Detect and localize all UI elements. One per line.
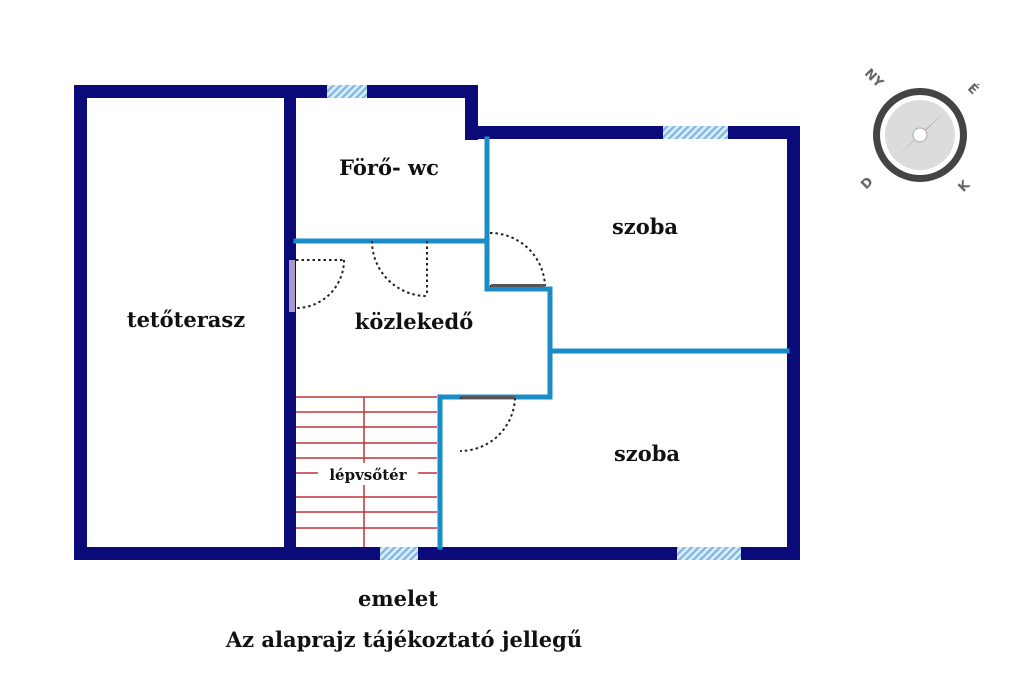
window [677, 547, 741, 560]
room-label-roof-terrace: tetőterasz [127, 307, 245, 332]
room-label-room-lower: szoba [614, 441, 680, 466]
window [327, 85, 367, 98]
window [380, 547, 418, 560]
room-label-stair-space: lépvsőtér [329, 466, 407, 484]
compass-label-sw: D [858, 174, 876, 192]
windows [327, 85, 741, 560]
door-room-lower-sill [461, 396, 515, 399]
compass-label-se: K [956, 177, 974, 195]
room-label-bathroom: Förő- wc [339, 155, 439, 180]
door-terrace [295, 259, 345, 309]
room-label-hallway: közlekedő [355, 309, 473, 334]
compass-label-ne: É [964, 80, 982, 98]
door-bathroom [371, 240, 428, 297]
door-room-upper [489, 232, 546, 287]
outer-walls [74, 85, 800, 560]
doors [295, 232, 546, 452]
terrace-door-glass [289, 260, 295, 312]
stair-label-bg [318, 463, 418, 485]
inner-walls [293, 136, 790, 550]
window [663, 126, 728, 139]
compass-icon: NY É D K [858, 66, 981, 195]
floor-caption: emelet [358, 586, 438, 611]
door-room-lower [459, 397, 516, 452]
door-room-upper-sill [491, 284, 545, 287]
room-label-room-upper: szoba [612, 214, 678, 239]
disclaimer-caption: Az alaprajz tájékoztató jellegű [225, 627, 583, 652]
compass-label-nw: NY [861, 66, 886, 91]
